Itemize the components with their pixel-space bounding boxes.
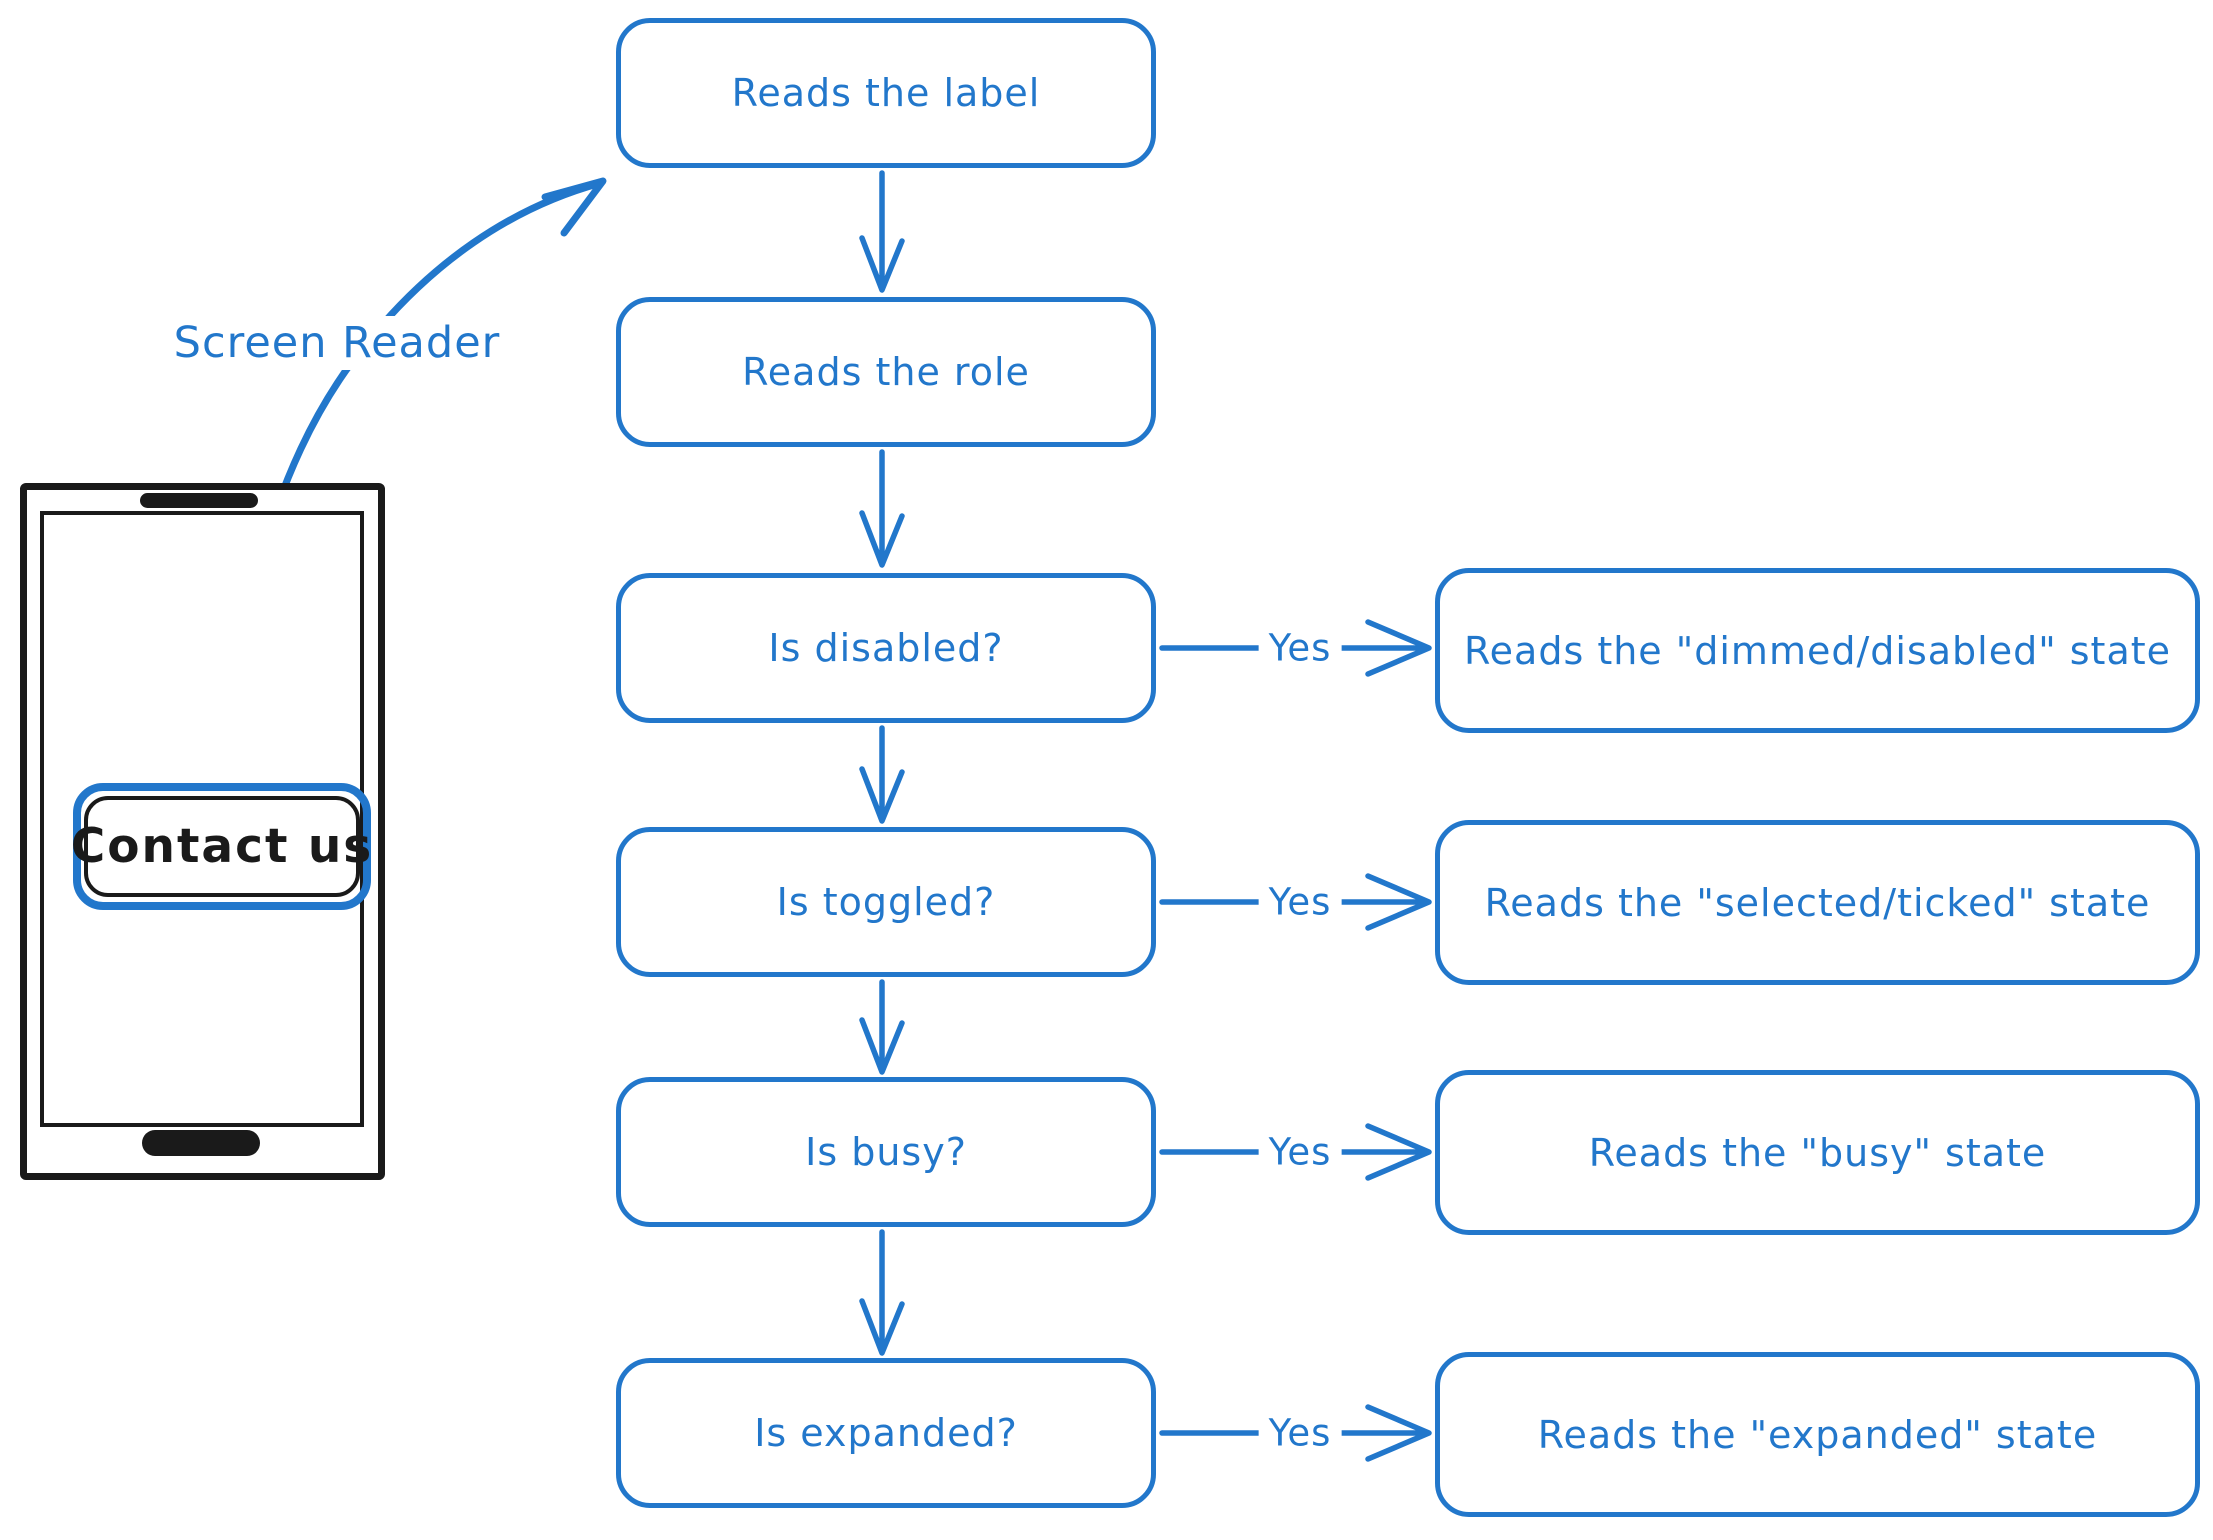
arrow-down-5 <box>859 1229 905 1356</box>
result-node-busy: Reads the "busy" state <box>1435 1070 2200 1235</box>
result-node-text: Reads the "selected/ticked" state <box>1484 880 2151 925</box>
flow-node-is-toggled: Is toggled? <box>616 827 1156 977</box>
contact-us-label: Contact us <box>70 819 374 874</box>
contact-us-focus-ring: Contact us <box>71 783 371 910</box>
yes-label-toggled: Yes <box>1258 880 1342 924</box>
contact-us-button: Contact us <box>71 796 371 897</box>
phone-screen: Contact us <box>40 511 371 1127</box>
flow-node-text: Reads the label <box>731 71 1041 115</box>
flow-node-reads-label: Reads the label <box>616 18 1156 168</box>
flow-node-text: Is busy? <box>805 1130 967 1174</box>
flow-node-text: Is expanded? <box>754 1411 1018 1455</box>
phone-home-bar <box>142 1130 260 1156</box>
yes-label-disabled: Yes <box>1258 626 1342 670</box>
arrow-down-3 <box>859 725 905 824</box>
yes-label-busy: Yes <box>1258 1130 1342 1174</box>
flow-node-is-expanded: Is expanded? <box>616 1358 1156 1508</box>
flow-node-is-busy: Is busy? <box>616 1077 1156 1227</box>
result-node-expanded: Reads the "expanded" state <box>1435 1352 2200 1517</box>
result-node-toggled: Reads the "selected/ticked" state <box>1435 820 2200 985</box>
arrow-down-2 <box>859 449 905 568</box>
flow-node-text: Is toggled? <box>776 880 996 924</box>
screen-reader-arrowhead <box>541 177 607 237</box>
phone-speaker-bar <box>140 493 258 508</box>
result-node-text: Reads the "dimmed/disabled" state <box>1463 628 2172 673</box>
flow-node-is-disabled: Is disabled? <box>616 573 1156 723</box>
yes-label-expanded: Yes <box>1258 1411 1342 1455</box>
screen-reader-label: Screen Reader <box>165 316 509 370</box>
result-node-disabled: Reads the "dimmed/disabled" state <box>1435 568 2200 733</box>
flow-node-text: Reads the role <box>742 350 1030 394</box>
phone-illustration: Contact us <box>20 483 385 1180</box>
result-node-text: Reads the "expanded" state <box>1537 1412 2098 1457</box>
flow-node-reads-role: Reads the role <box>616 297 1156 447</box>
flow-node-text: Is disabled? <box>768 626 1004 670</box>
arrow-down-1 <box>859 170 905 293</box>
result-node-text: Reads the "busy" state <box>1588 1130 2047 1175</box>
arrow-down-4 <box>859 979 905 1075</box>
